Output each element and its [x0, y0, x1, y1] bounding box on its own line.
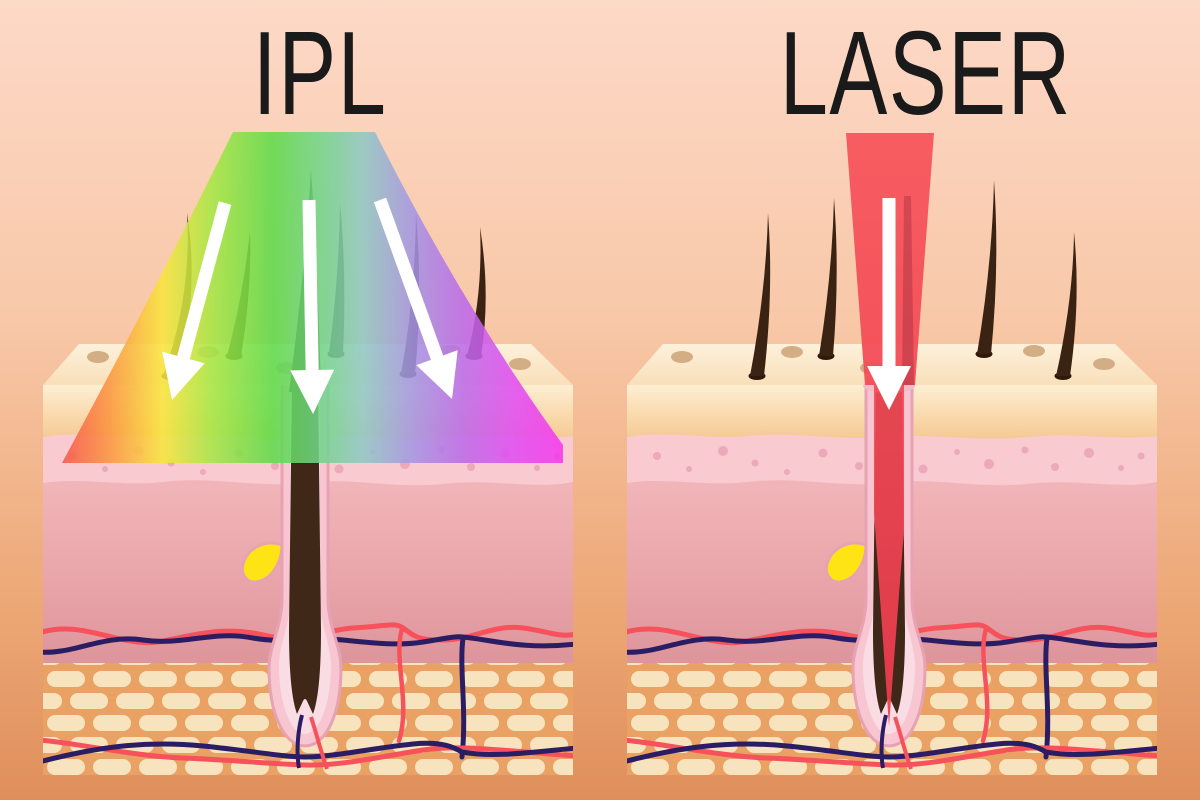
- hair: [977, 180, 997, 354]
- pore: [1023, 345, 1045, 357]
- pore: [509, 358, 531, 370]
- hair-shaft-in-beam: [902, 196, 914, 385]
- bulb-vessel-red: [309, 716, 329, 770]
- light-arrow-head: [162, 351, 205, 400]
- ipl-arrows: [162, 197, 458, 414]
- hair-root: [289, 385, 321, 714]
- hair-follicle: [240, 385, 343, 748]
- light-arrow-head: [290, 369, 335, 414]
- ipl-panel: [43, 132, 573, 775]
- hairs: [748, 180, 1077, 380]
- light-arrow-shaft: [302, 199, 319, 374]
- light-arrow-head: [416, 350, 458, 399]
- light-arrow-shaft: [373, 197, 445, 363]
- pore: [781, 346, 803, 358]
- laser-panel: [627, 133, 1157, 775]
- laser-title: LASER: [779, 7, 1072, 140]
- laser-arrow: [867, 198, 911, 410]
- pore: [87, 351, 109, 363]
- bulb-vessel-navy: [879, 714, 888, 769]
- ipl-title: IPL: [252, 7, 388, 140]
- sebaceous-gland: [240, 541, 284, 584]
- hair: [819, 198, 837, 356]
- light-arrow-head: [867, 366, 911, 410]
- bulb-vessel-red: [893, 716, 913, 770]
- hair: [1056, 232, 1077, 376]
- hair: [750, 213, 771, 376]
- sebaceous-gland: [824, 541, 868, 584]
- pore: [671, 351, 693, 363]
- bulb-vessel-navy: [295, 714, 304, 769]
- light-arrow-shaft: [176, 201, 232, 363]
- pore: [1093, 358, 1115, 370]
